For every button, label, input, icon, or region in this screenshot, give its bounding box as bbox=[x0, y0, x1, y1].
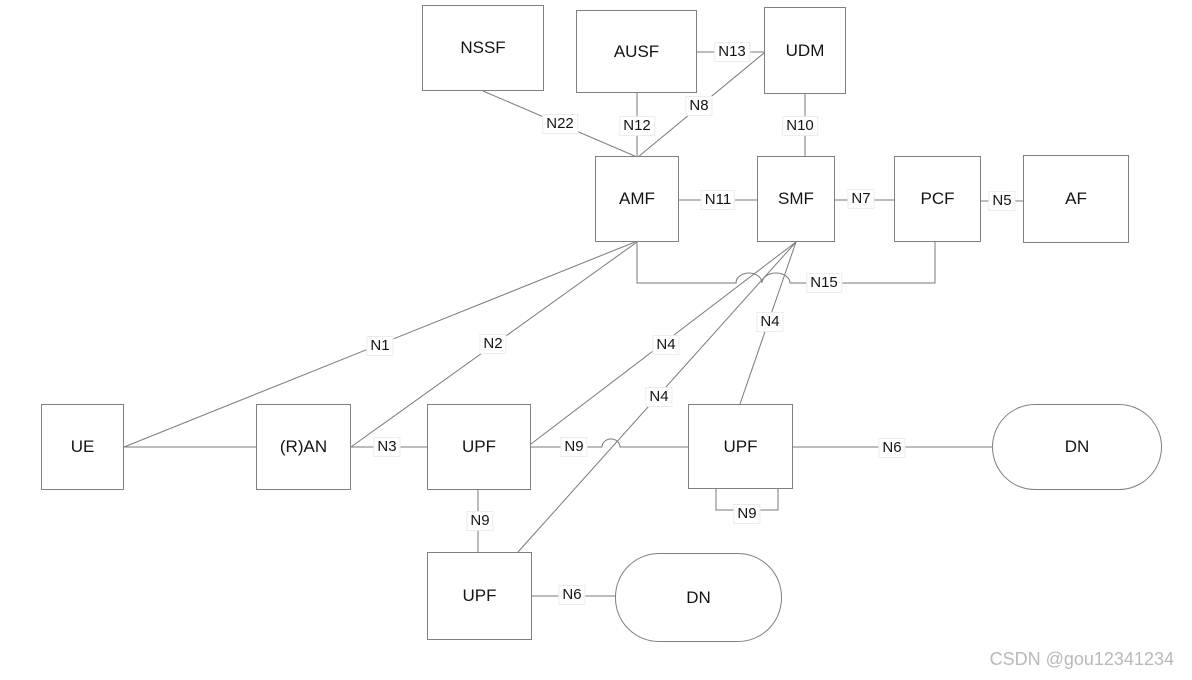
node-af-label: AF bbox=[1065, 189, 1087, 208]
node-dn-right-label: DN bbox=[1064, 437, 1090, 456]
edge-label-n13: N13 bbox=[714, 42, 750, 62]
edge-label-n9-loop: N9 bbox=[733, 504, 761, 524]
edge-label-n3: N3 bbox=[373, 437, 401, 457]
edge-label-n9-vertical: N9 bbox=[466, 511, 494, 531]
node-udm-label: UDM bbox=[785, 40, 825, 60]
edge-label-n12: N12 bbox=[619, 116, 655, 136]
node-ran: (R)AN bbox=[256, 404, 351, 490]
node-af: AF bbox=[1023, 155, 1129, 243]
node-smf: SMF bbox=[757, 156, 835, 242]
node-ue: UE bbox=[41, 404, 124, 490]
edge-label-n1: N1 bbox=[366, 336, 394, 356]
node-udm: UDM bbox=[764, 7, 846, 94]
node-upf-mid: UPF bbox=[427, 404, 531, 490]
edge-label-n2: N2 bbox=[479, 334, 507, 354]
node-nssf: NSSF bbox=[422, 5, 544, 91]
edge-n9-upfmid-upfright bbox=[531, 438, 688, 448]
node-amf-label: AMF bbox=[619, 189, 655, 208]
edge-label-n7: N7 bbox=[847, 189, 875, 209]
edge-label-n6-bottom: N6 bbox=[558, 585, 586, 605]
csdn-watermark: CSDN @gou12341234 bbox=[989, 649, 1174, 669]
node-smf-label: SMF bbox=[778, 189, 814, 208]
edge-label-n8: N8 bbox=[685, 96, 713, 116]
edge-label-n6-right: N6 bbox=[878, 438, 906, 458]
edge-label-n15: N15 bbox=[806, 273, 842, 293]
edge-label-n4-upf-right: N4 bbox=[756, 312, 784, 332]
node-dn-bottom: DN bbox=[615, 553, 782, 642]
edge-label-n9-horizontal: N9 bbox=[560, 437, 588, 457]
node-ue-label: UE bbox=[70, 437, 95, 456]
node-amf: AMF bbox=[595, 156, 679, 242]
node-nssf-label: NSSF bbox=[460, 38, 506, 57]
node-upf-mid-label: UPF bbox=[462, 437, 496, 456]
node-dn-bottom-label: DN bbox=[686, 587, 711, 607]
edge-label-n10: N10 bbox=[782, 116, 818, 136]
edge-n15-amf-pcf bbox=[636, 242, 936, 284]
node-ran-label: (R)AN bbox=[279, 437, 328, 456]
node-upf-right: UPF bbox=[688, 404, 793, 489]
node-dn-right: DN bbox=[992, 404, 1162, 490]
node-upf-bottom: UPF bbox=[427, 552, 532, 640]
node-ausf: AUSF bbox=[576, 10, 697, 93]
edge-label-n22: N22 bbox=[542, 114, 578, 134]
node-pcf-label: PCF bbox=[920, 189, 955, 208]
edge-label-n4-upf-bottom: N4 bbox=[645, 387, 673, 407]
edge-label-n5: N5 bbox=[988, 191, 1016, 211]
edge-label-n11: N11 bbox=[700, 190, 736, 210]
node-pcf: PCF bbox=[894, 156, 981, 242]
node-upf-right-label: UPF bbox=[723, 436, 758, 456]
node-ausf-label: AUSF bbox=[613, 41, 660, 61]
node-upf-bottom-label: UPF bbox=[462, 586, 497, 605]
edge-label-n4-upf-mid: N4 bbox=[652, 335, 680, 355]
